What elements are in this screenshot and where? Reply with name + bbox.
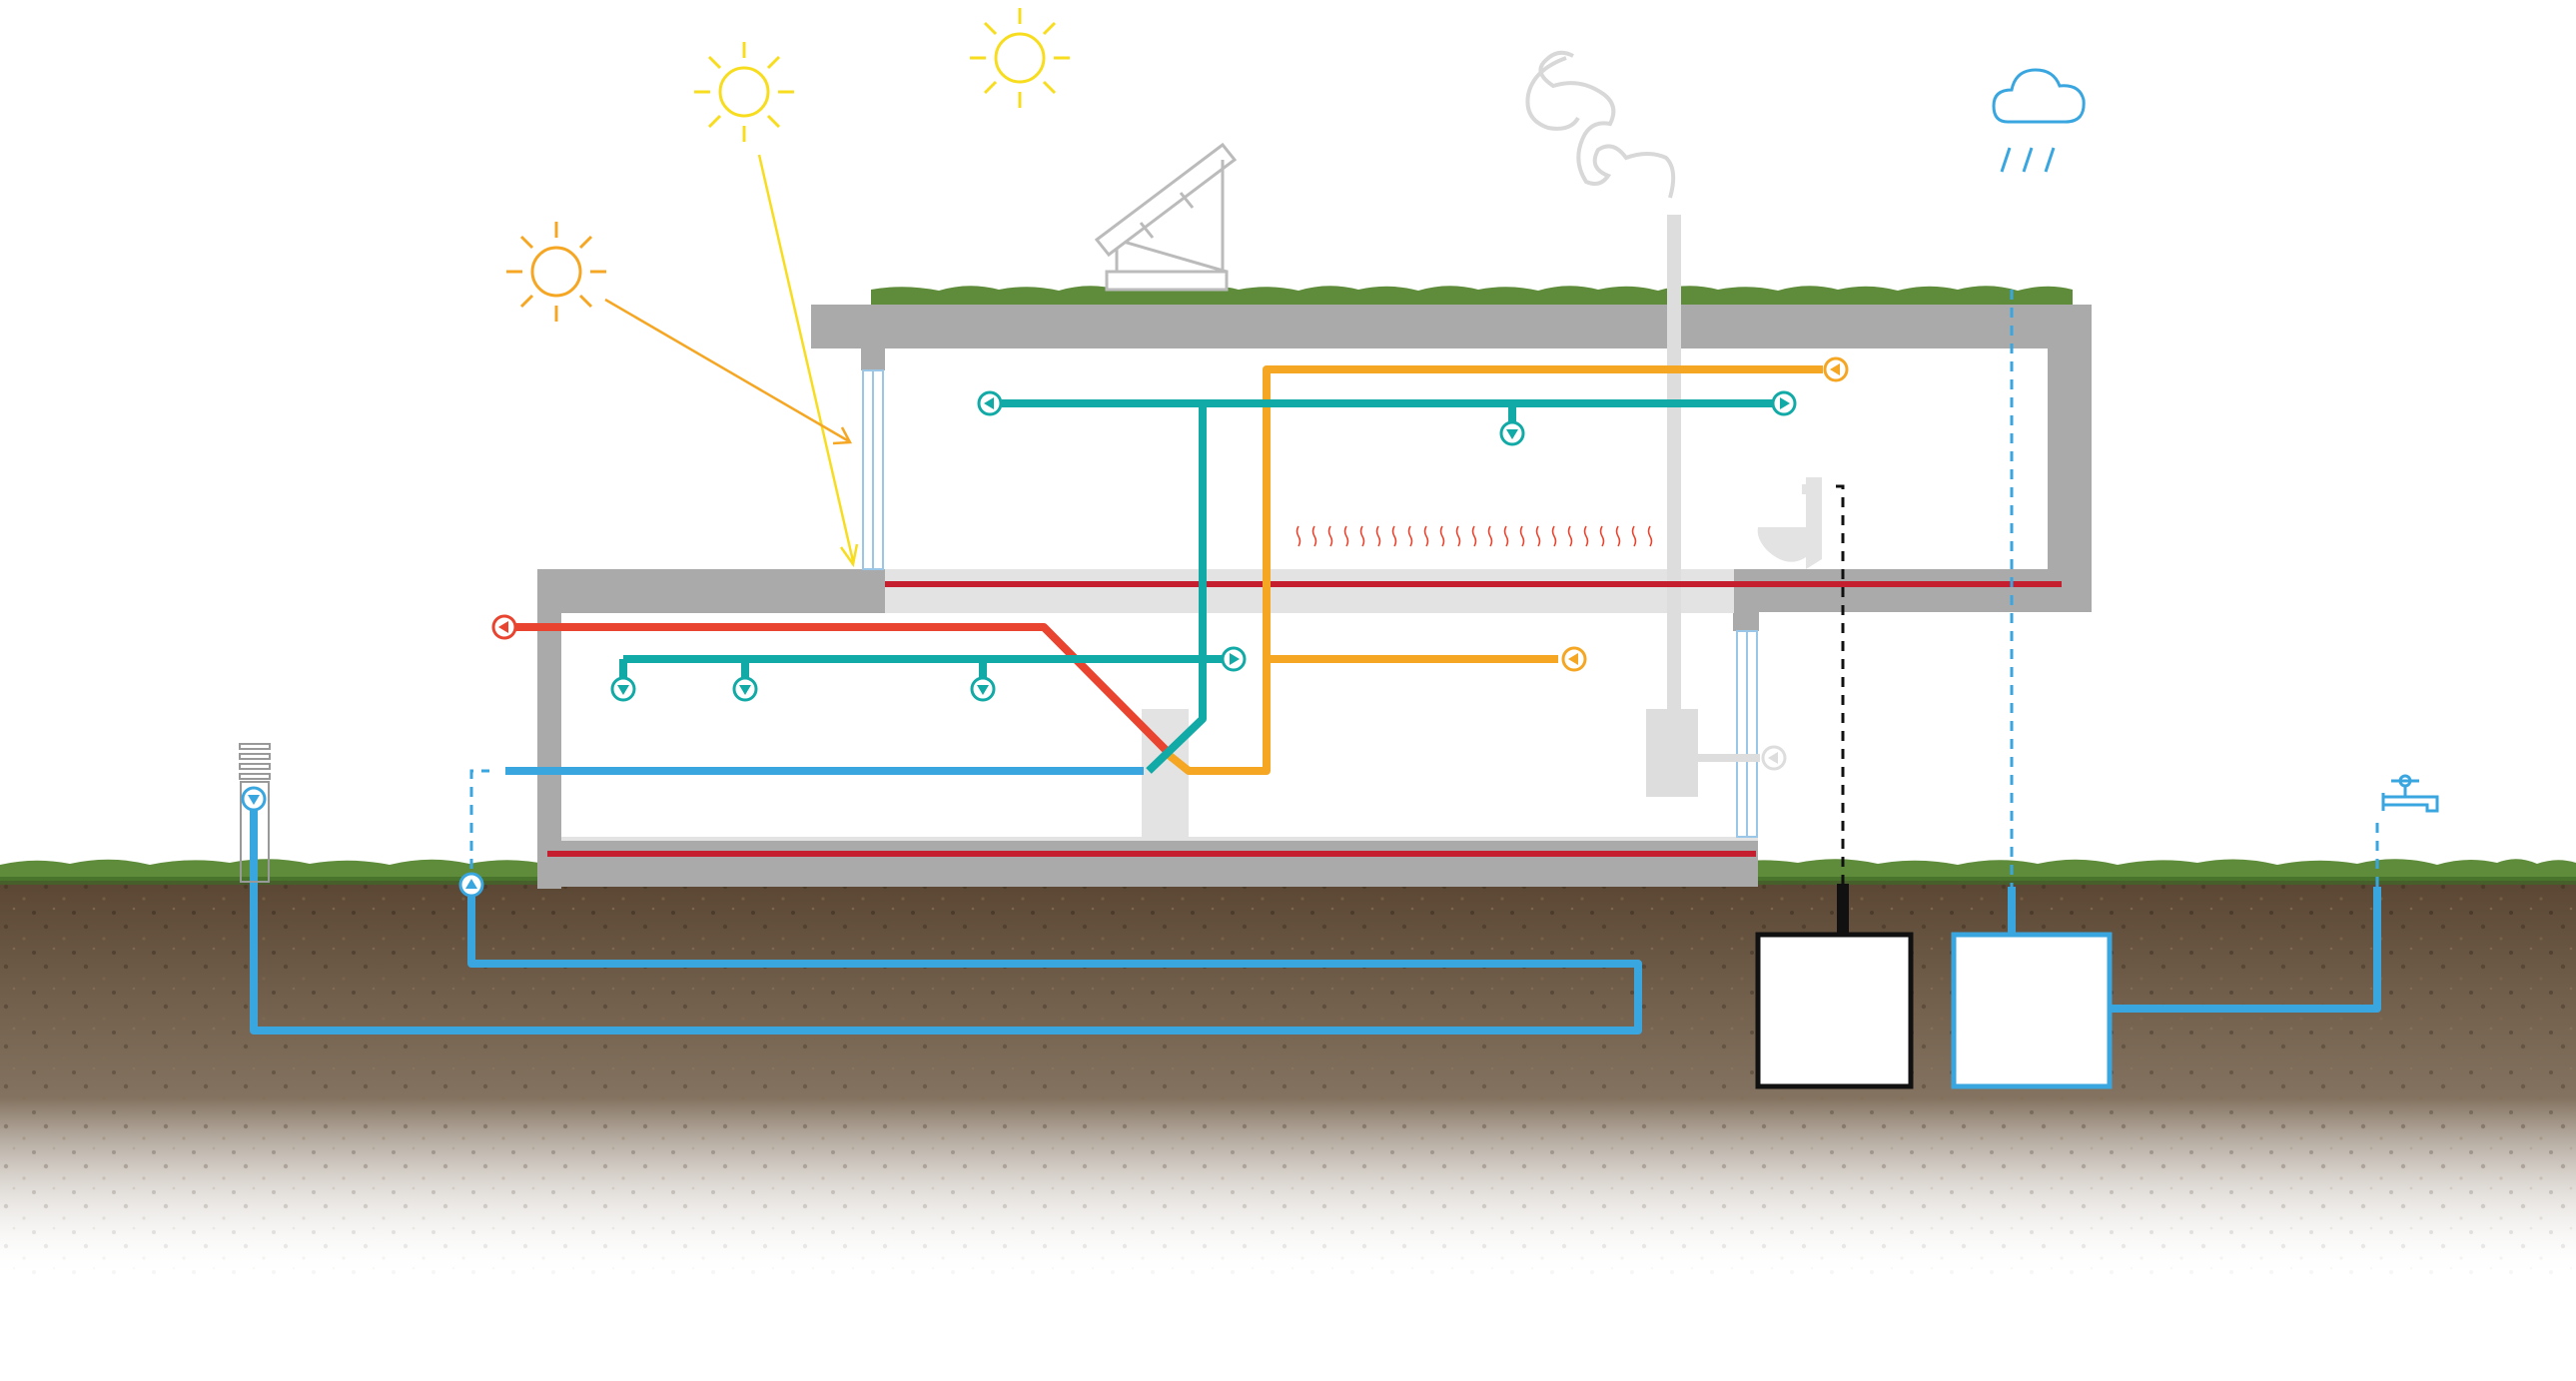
warm-air-duct [1166,365,1823,775]
soil-texture [0,879,2576,1278]
window-upper [862,369,884,570]
airflow-arrow-icon [241,356,1849,898]
upper-right-wall [2048,305,2092,612]
radiant-heat-icon [1295,525,1653,547]
exhaust-air-duct [515,623,1174,758]
window-lower [1736,630,1758,838]
upper-left-wall-stub [861,348,885,370]
water-lines [250,767,2381,1035]
dashed-connectors [469,290,2379,887]
rain-cloud-icon [1992,68,2086,173]
lower-left-wall [537,569,561,889]
step-wall [1733,569,1759,631]
sun-icon [694,42,794,142]
ground-floor-slab [537,839,1758,887]
building-structure [537,305,2092,889]
ground-heat-exchanger-loop [250,809,1642,1035]
roof-slab [811,305,2092,348]
lower-roof-slab [537,569,885,613]
intermediate-floor-slab [885,569,1734,613]
rainwater-supply-line [2110,887,2381,1013]
sun-rays [604,154,859,568]
rainwater-tank [1951,932,2113,1089]
ground [0,859,2576,1278]
solar-panel-icon [1094,142,1238,292]
water-tap-icon [2381,774,2439,813]
green-roof [871,286,2073,305]
ground-air-intake-icon [239,743,271,883]
toilet-icon [1757,477,1822,569]
upper-floor-slab-right [1733,569,2092,612]
sun-icon [970,8,1070,108]
chimney-pipe [1667,215,1681,709]
smoke-icon [1525,50,1676,199]
septic-tank [1755,932,1914,1089]
sun-icon [506,222,606,322]
sewage-pipe [1837,884,1849,936]
stove [1646,709,1698,797]
